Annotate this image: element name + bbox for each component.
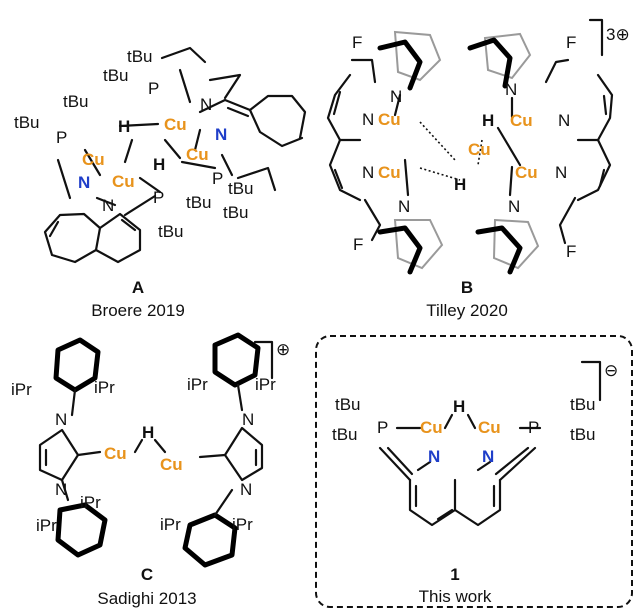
n-atom-label: N [398, 197, 410, 216]
cu-atom-label: Cu [478, 418, 501, 437]
cu-atom-label: Cu [104, 444, 127, 463]
n-atom-label: N [240, 480, 252, 499]
highlight-box [315, 335, 633, 608]
hydride-label: H [454, 175, 466, 194]
cu-atom-label: Cu [82, 150, 105, 169]
structure-a: tBu tBu P Cu H Cu N H N P tBu tBu tBu tB… [14, 46, 307, 320]
hydride-label: H [142, 423, 154, 442]
panel-a-letter: A [132, 278, 144, 297]
panel-b-letter: B [461, 278, 473, 297]
tbu-label: tBu [335, 395, 361, 414]
n-atom-label: N [242, 410, 254, 429]
hydride-label: H [482, 111, 494, 130]
n-atom-label: N [78, 173, 90, 192]
ipr-label: iPr [255, 375, 276, 394]
p-atom-label: P [212, 169, 223, 188]
n-atom-label: N [505, 80, 517, 99]
p-atom-label: P [377, 418, 388, 437]
n-atom-label: N [508, 197, 520, 216]
n-atom-label: N [428, 447, 440, 466]
structure-1: tBu tBu P Cu H Cu N N P tBu tBu ⊖ 1 This… [315, 335, 633, 608]
hydride-label: H [453, 397, 465, 416]
ipr-label: iPr [80, 493, 101, 512]
structure-b: F N N Cu N Cu N F Cu H H N Cu N Cu N N F… [326, 18, 630, 320]
tbu-label: tBu [127, 47, 153, 66]
panel-b-caption: Tilley 2020 [426, 301, 508, 320]
n-atom-label: N [215, 125, 227, 144]
cu-atom-label: Cu [378, 163, 401, 182]
n-atom-label: N [200, 95, 212, 114]
f-atom-label: F [352, 33, 362, 52]
cu-atom-label: Cu [515, 163, 538, 182]
n-atom-label: N [558, 111, 570, 130]
tbu-label: tBu [186, 193, 212, 212]
tbu-label: tBu [14, 113, 40, 132]
cu-atom-label: Cu [378, 110, 401, 129]
panel-c-letter: C [141, 565, 153, 584]
p-atom-label: P [153, 188, 164, 207]
p-atom-label: P [528, 418, 539, 437]
cu-atom-label: Cu [420, 418, 443, 437]
tbu-label: tBu [570, 395, 596, 414]
cu-atom-label: Cu [112, 172, 135, 191]
panel-a-caption: Broere 2019 [91, 301, 185, 320]
panel-1-charge: ⊖ [604, 361, 618, 380]
ipr-label: iPr [11, 380, 32, 399]
panel-1-letter: 1 [450, 565, 459, 584]
ipr-label: iPr [232, 515, 253, 534]
tbu-label: tBu [228, 179, 254, 198]
ipr-label: iPr [94, 378, 115, 397]
tbu-label: tBu [103, 66, 129, 85]
tbu-label: tBu [332, 425, 358, 444]
p-atom-label: P [56, 128, 67, 147]
cu-atom-label: Cu [510, 111, 533, 130]
n-atom-label: N [482, 447, 494, 466]
panel-c-charge: ⊕ [276, 340, 290, 359]
n-atom-label: N [55, 410, 67, 429]
n-atom-label: N [555, 163, 567, 182]
cu-atom-label: Cu [468, 140, 491, 159]
panel-c-caption: Sadighi 2013 [97, 589, 196, 608]
tbu-label: tBu [223, 203, 249, 222]
n-atom-label: N [390, 87, 402, 106]
n-atom-label: N [362, 110, 374, 129]
tbu-label: tBu [570, 425, 596, 444]
f-atom-label: F [566, 242, 576, 261]
f-atom-label: F [566, 33, 576, 52]
hydride-label: H [118, 117, 130, 136]
n-atom-label: N [102, 196, 114, 215]
n-atom-label: N [55, 480, 67, 499]
cu-atom-label: Cu [164, 115, 187, 134]
n-atom-label: N [362, 163, 374, 182]
p-atom-label: P [148, 79, 159, 98]
hydride-label: H [153, 155, 165, 174]
f-atom-label: F [353, 235, 363, 254]
panel-1-caption: This work [419, 587, 492, 606]
structure-c: iPr iPr N N Cu H Cu N N iPr iPr iPr iPr … [11, 332, 290, 608]
panel-b-charge: 3⊕ [606, 25, 630, 44]
ipr-label: iPr [36, 516, 57, 535]
cu-atom-label: Cu [160, 455, 183, 474]
ipr-label: iPr [187, 375, 208, 394]
ipr-label: iPr [160, 515, 181, 534]
tbu-label: tBu [63, 92, 89, 111]
cu-atom-label: Cu [186, 145, 209, 164]
tbu-label: tBu [158, 222, 184, 241]
